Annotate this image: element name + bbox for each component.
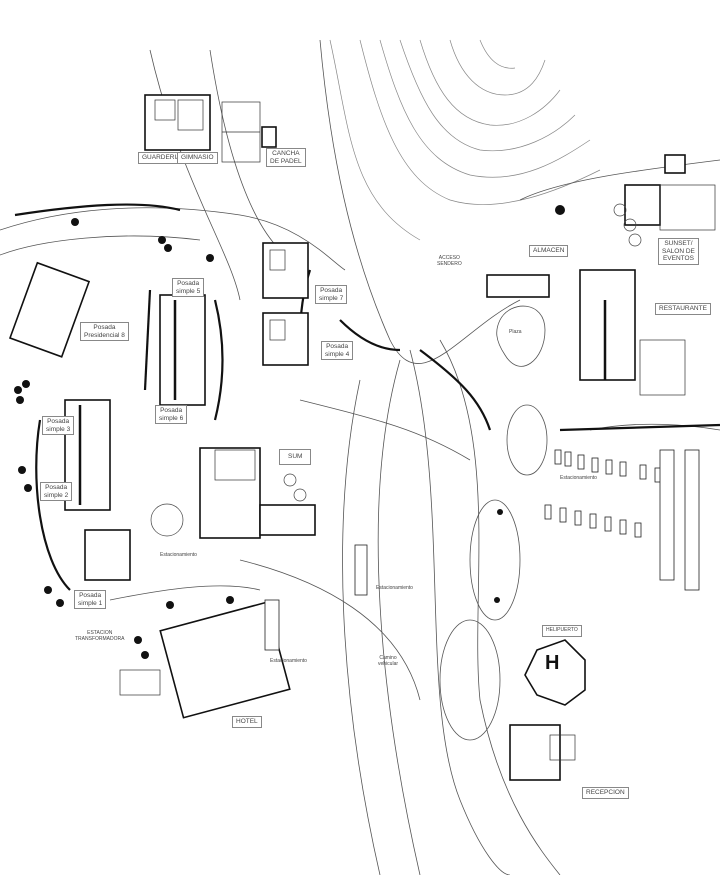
note-estacionamiento-3: Estacionamiento [270, 658, 307, 664]
label-posada-presidencial-8: Posada Presidencial 8 [80, 322, 129, 341]
label-almacen: ALMACEN [529, 245, 569, 257]
label-posada-3: Posada simple 3 [42, 416, 75, 435]
trees [14, 203, 642, 659]
roads [0, 39, 720, 875]
helipad-h-icon: H [545, 652, 560, 674]
label-cancha-padel: CANCHA DE PADEL [266, 148, 306, 167]
note-estacionamiento-2: Estacionamiento [376, 585, 413, 591]
label-posada-4: Posada simple 4 [321, 341, 354, 360]
parking [264, 449, 700, 651]
label-posada-6: Posada simple 6 [155, 405, 188, 424]
label-hotel: HOTEL [232, 716, 262, 728]
label-sunset-salon-eventos: SUNSET/ SALON DE EVENTOS [658, 238, 699, 265]
label-helipuerto: HELIPUERTO [542, 625, 582, 637]
label-posada-5: Posada simple 5 [172, 278, 205, 297]
label-posada-2: Posada simple 2 [40, 482, 73, 501]
terrain-contours [329, 39, 601, 241]
buildings [8, 94, 716, 781]
label-posada-1: Posada simple 1 [74, 590, 107, 609]
label-acceso-sendero: ACCESO SENDERO [437, 255, 462, 267]
curbs [14, 203, 720, 591]
note-plaza: Plaza [509, 329, 522, 335]
label-recepcion: RECEPCION [582, 787, 629, 799]
label-gimnasio: GIMNASIO [177, 152, 218, 164]
label-restaurante: RESTAURANTE [655, 303, 711, 315]
label-sum: SUM [279, 449, 312, 465]
note-estacionamiento-1: Estacionamiento [160, 552, 197, 558]
note-estacionamiento-4: Estacionamiento [560, 475, 597, 481]
note-camino-vehicular: Camino vehicular [378, 655, 399, 667]
label-posada-7: Posada simple 7 [315, 285, 348, 304]
note-estacion-transformadora: ESTACION TRANSFORMADORA [75, 630, 125, 642]
